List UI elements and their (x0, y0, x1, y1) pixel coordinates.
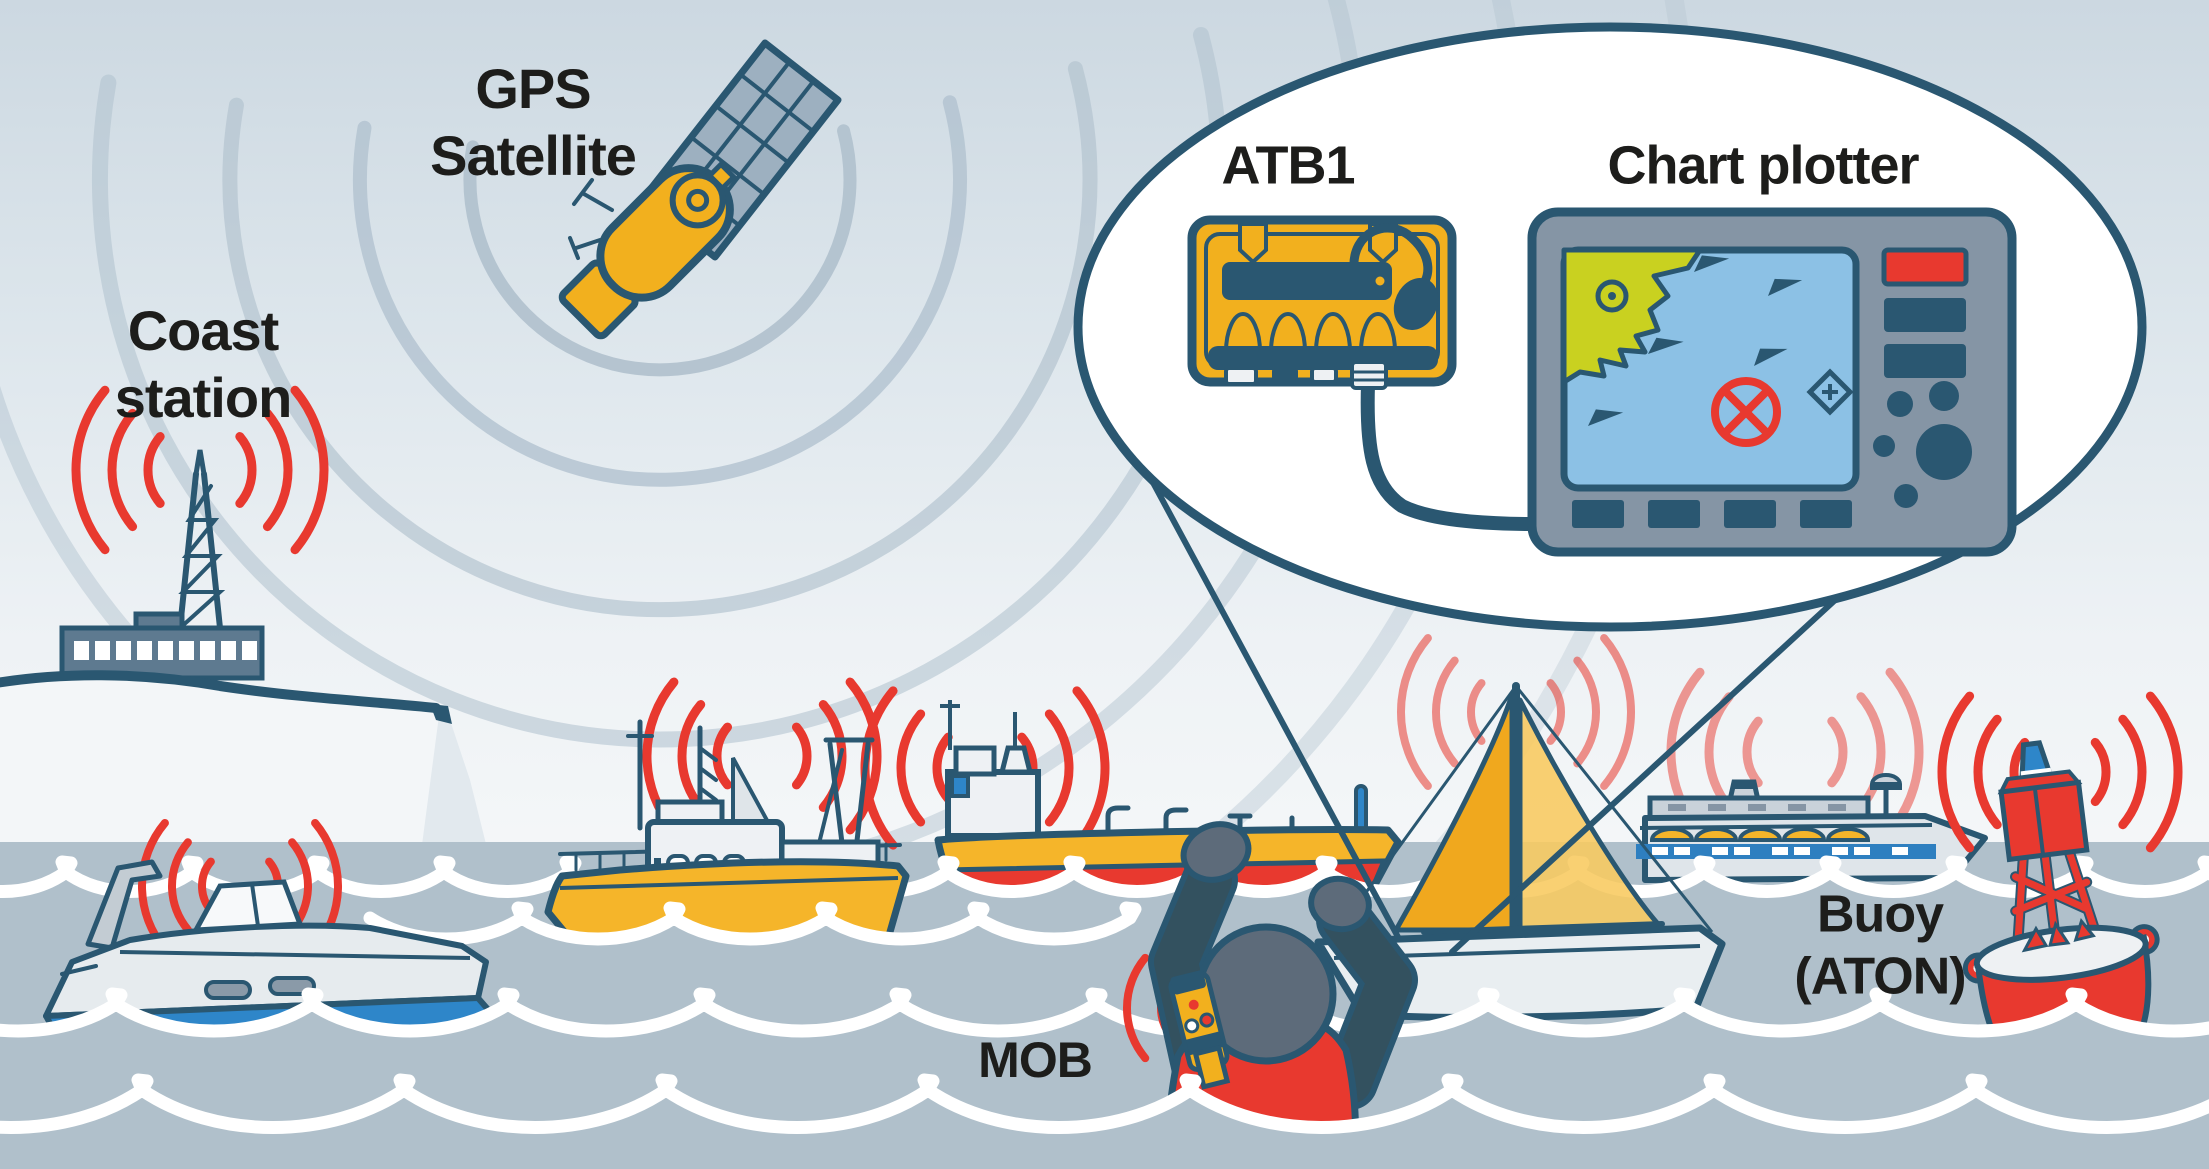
buoy-aton-label: Buoy (ATON) (1794, 885, 1966, 1006)
plotter-button (1884, 298, 1966, 332)
chart-plotter-label: Chart plotter (1607, 135, 1920, 196)
ais-mob-beacon-icon (1168, 970, 1231, 1090)
gps-satellite-icon (558, 39, 842, 340)
device-cable (1360, 377, 1541, 531)
radio-signal-icon (1937, 691, 2183, 853)
coast-station (0, 385, 490, 860)
mob-mitten (1180, 821, 1252, 883)
atb1-label: ATB1 (1221, 135, 1355, 196)
plotter-power-button (1881, 247, 1969, 287)
sailboat (1314, 634, 1726, 1021)
atb1-device (1187, 215, 1457, 390)
radio-tower-icon (177, 449, 226, 631)
plotter-keypad (1873, 381, 1972, 508)
plotter-button (1884, 344, 1966, 378)
chart-land (1561, 247, 1703, 385)
radio-signal-icon (71, 385, 329, 555)
coast-station-label: Coast station (114, 298, 293, 429)
station-building (59, 611, 265, 681)
mob-label: MOB (978, 1032, 1093, 1088)
fishing-boat (544, 677, 910, 954)
gps-satellite-label: GPS Satellite (430, 56, 637, 187)
plotter-softkeys (1572, 500, 1852, 528)
headland-cliff (0, 670, 490, 860)
waypoint-icon (1806, 368, 1854, 416)
wave-row (0, 1073, 2209, 1169)
cruise-ship (1636, 667, 1988, 883)
chart-plotter-device (1527, 207, 2017, 557)
mob-marker-icon (1711, 377, 1781, 447)
mob-mitten (1308, 875, 1372, 933)
lifeboat-icons (1649, 827, 1871, 842)
